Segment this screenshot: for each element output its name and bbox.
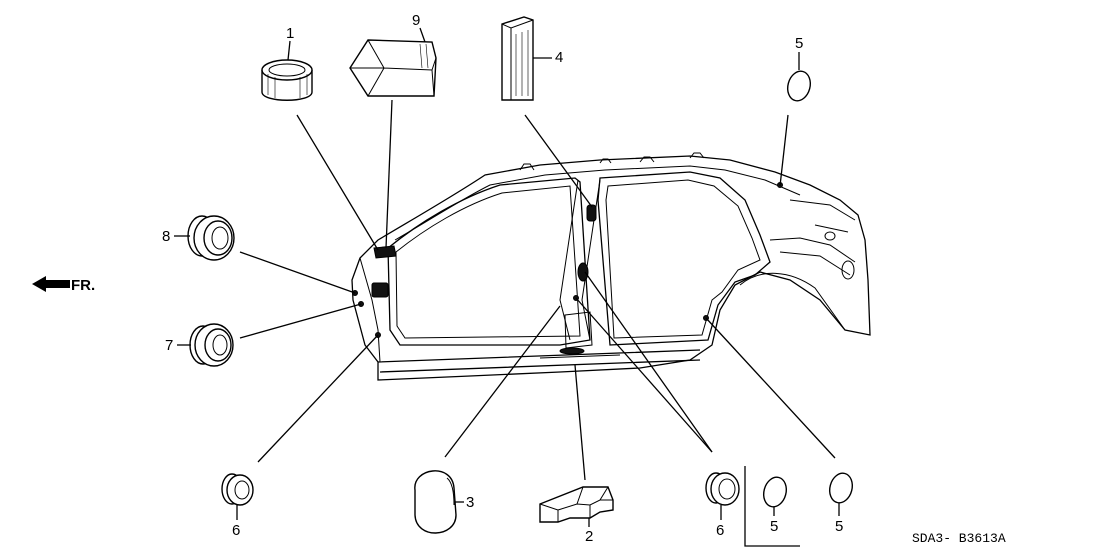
front-label: FR.	[71, 277, 95, 294]
body-side-panel	[351, 152, 871, 381]
callout-labels: 1 9 4 5 8 7 6 3 2 6 5 5	[162, 12, 843, 545]
part-5-ring-bottom-a	[762, 476, 788, 508]
part-5-ring-top	[786, 70, 812, 102]
callout-4: 4	[555, 49, 563, 66]
callout-6-right: 6	[716, 522, 724, 539]
callout-1: 1	[286, 25, 294, 42]
callout-6-left: 6	[232, 522, 240, 539]
part-1-plug	[261, 59, 313, 101]
leader-lines	[239, 99, 836, 547]
part-6-grommet-right	[705, 472, 740, 506]
part-3-oval-pad	[414, 470, 457, 534]
part-5-ring-bottom-b	[828, 472, 854, 504]
callout-8: 8	[162, 228, 170, 245]
callout-3: 3	[466, 494, 474, 511]
part-9-foam-block	[349, 39, 437, 97]
arrow-left-icon	[32, 276, 70, 292]
callout-5-bottom-b: 5	[835, 518, 843, 535]
callout-5-bottom-a: 5	[770, 518, 778, 535]
callout-7: 7	[165, 337, 173, 354]
callout-2: 2	[585, 528, 593, 545]
part-4-pad	[501, 16, 534, 101]
callout-9: 9	[412, 12, 420, 29]
part-7-grommet	[189, 323, 234, 367]
part-2-foam-wedge	[539, 486, 614, 523]
part-8-grommet	[187, 215, 235, 261]
diagram-code: SDA3- B3613A	[912, 531, 1006, 546]
front-indicator: FR.	[32, 276, 95, 294]
callout-5-top: 5	[795, 35, 803, 52]
part-6-grommet-left	[221, 473, 254, 506]
